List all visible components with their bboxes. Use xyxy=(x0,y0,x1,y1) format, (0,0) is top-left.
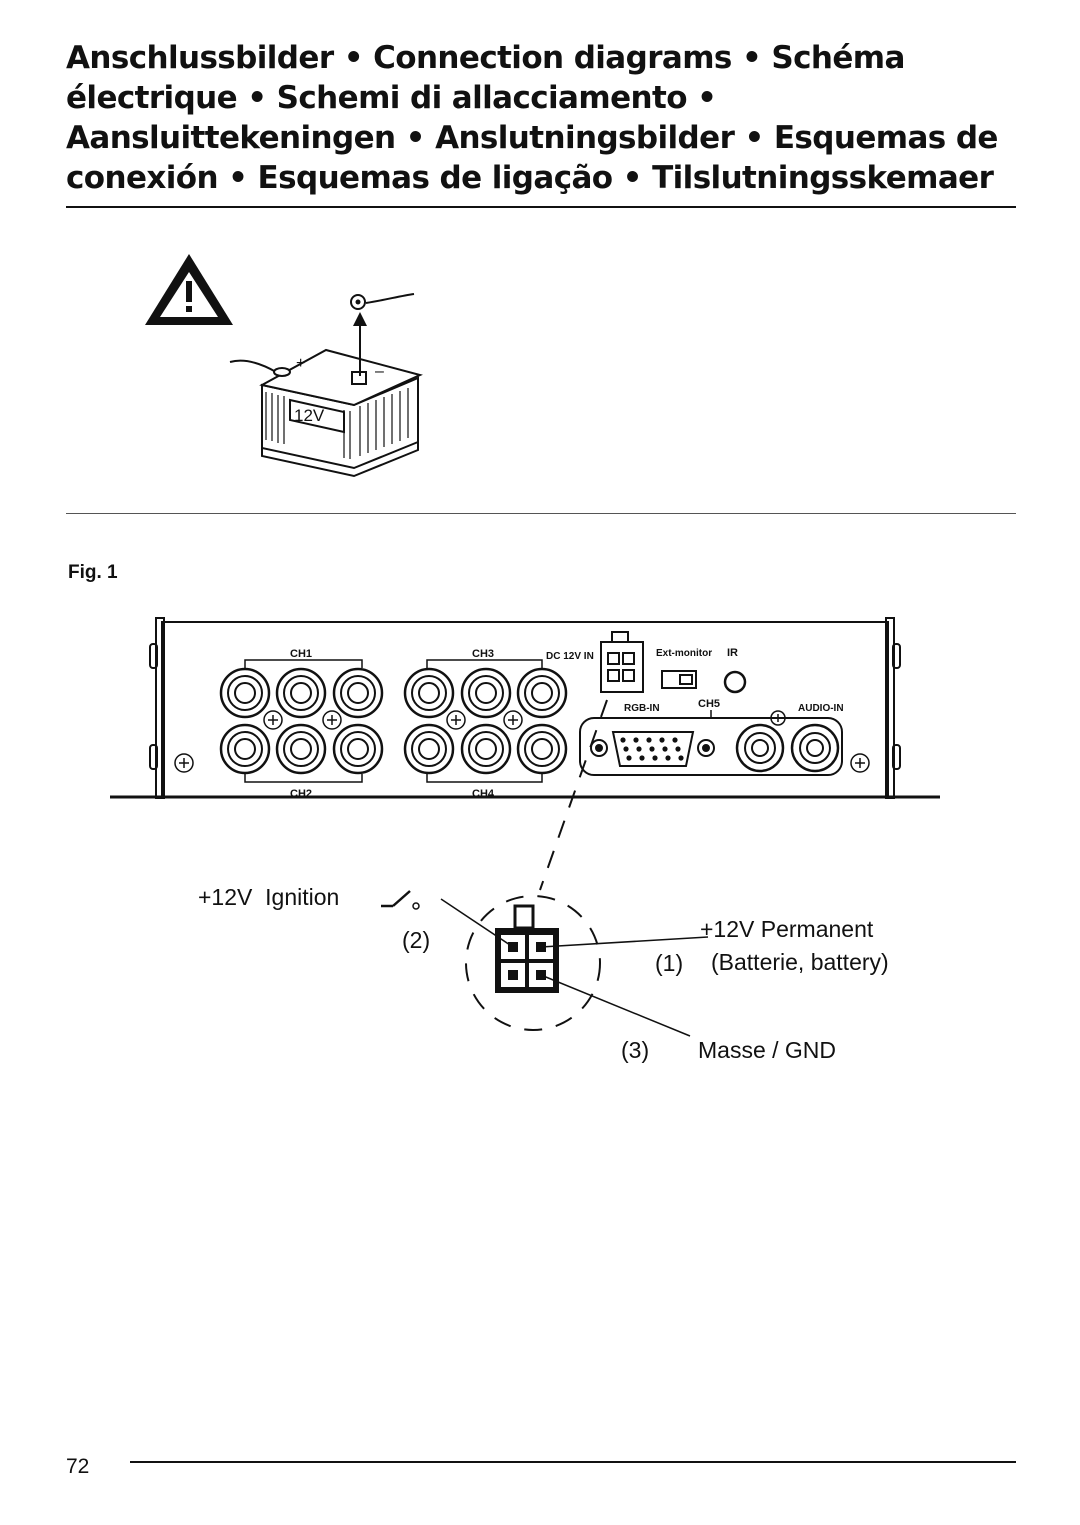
rca-jack xyxy=(275,667,327,719)
vga-pin xyxy=(649,746,655,752)
rca-jack xyxy=(219,667,271,719)
pin3-label: (3) xyxy=(621,1037,649,1063)
rca-jack xyxy=(516,667,568,719)
channel-brackets xyxy=(244,659,543,783)
vga-pin xyxy=(626,755,632,761)
screw-icon xyxy=(263,710,283,730)
battery-label: (Batterie, battery) xyxy=(711,949,889,975)
power-connector-detail xyxy=(495,904,559,993)
rca-jack xyxy=(460,667,512,719)
device-rear-panel xyxy=(110,617,940,799)
footer-rule xyxy=(130,1461,1016,1463)
vga-pin xyxy=(678,755,684,761)
pin2-label: (2) xyxy=(402,927,430,953)
rca-jack xyxy=(275,723,327,775)
vga-pin xyxy=(665,755,671,761)
battery-plus-sign: + xyxy=(296,355,305,372)
rgb-in-label: RGB-IN xyxy=(624,703,660,714)
audio-in-label: AUDIO-IN xyxy=(798,703,844,714)
screw-icon xyxy=(503,710,523,730)
screw-icon xyxy=(850,753,870,773)
vga-connector xyxy=(590,731,715,767)
rca-jack xyxy=(403,723,455,775)
section-rule xyxy=(66,513,1016,514)
page-heading: Anschlussbilder • Connection diagrams • … xyxy=(66,40,998,196)
ignition-label: +12V Ignition xyxy=(198,884,339,910)
rca-jack xyxy=(403,667,455,719)
rca-jack xyxy=(516,723,568,775)
audio-jack xyxy=(735,723,785,773)
wire-leaders xyxy=(440,898,709,1037)
rca-jack xyxy=(219,723,271,775)
battery-illustration xyxy=(229,293,423,478)
rca-jack xyxy=(332,667,384,719)
rca-jack xyxy=(332,723,384,775)
vga-pin xyxy=(646,737,652,743)
battery-voltage-label: 12V xyxy=(294,406,325,425)
page-number: 72 xyxy=(66,1455,90,1478)
vga-pin xyxy=(620,737,626,743)
rca-jacks xyxy=(219,667,840,775)
screw-icon xyxy=(322,710,342,730)
audio-jack xyxy=(790,723,840,773)
vga-pin xyxy=(636,746,642,752)
screw-icon xyxy=(174,753,194,773)
ch3-label: CH3 xyxy=(472,648,494,660)
ch2-label: CH2 xyxy=(290,788,312,800)
heading-rule xyxy=(66,206,1016,208)
vga-pin xyxy=(659,737,665,743)
ch1-label: CH1 xyxy=(290,648,312,660)
battery-minus-sign: – xyxy=(375,363,384,380)
switch-icon xyxy=(381,890,420,910)
vga-pin xyxy=(675,746,681,752)
ext-monitor-switch xyxy=(661,670,697,689)
ground-label: Masse / GND xyxy=(698,1037,836,1063)
ir-sensor xyxy=(723,670,747,694)
ch5-label: CH5 xyxy=(698,698,720,710)
zoom-indicator xyxy=(465,699,608,1031)
ch5-panel xyxy=(579,717,843,776)
ext-monitor-label: Ext-monitor xyxy=(656,648,712,659)
screw-icon xyxy=(446,710,466,730)
permanent-label: +12V Permanent xyxy=(700,916,874,942)
dc-in-label: DC 12V IN xyxy=(546,651,594,662)
vga-pin xyxy=(623,746,629,752)
ch4-label: CH4 xyxy=(472,788,495,800)
vga-pin xyxy=(639,755,645,761)
pin1-label: (1) xyxy=(655,950,683,976)
vga-pin xyxy=(633,737,639,743)
vga-pin xyxy=(672,737,678,743)
figure-label: Fig. 1 xyxy=(68,562,118,583)
dc-power-connector xyxy=(600,631,644,693)
vga-pin xyxy=(662,746,668,752)
rca-jack xyxy=(460,723,512,775)
vga-pin xyxy=(652,755,658,761)
ir-label: IR xyxy=(727,647,738,659)
warning-icon xyxy=(145,254,233,325)
